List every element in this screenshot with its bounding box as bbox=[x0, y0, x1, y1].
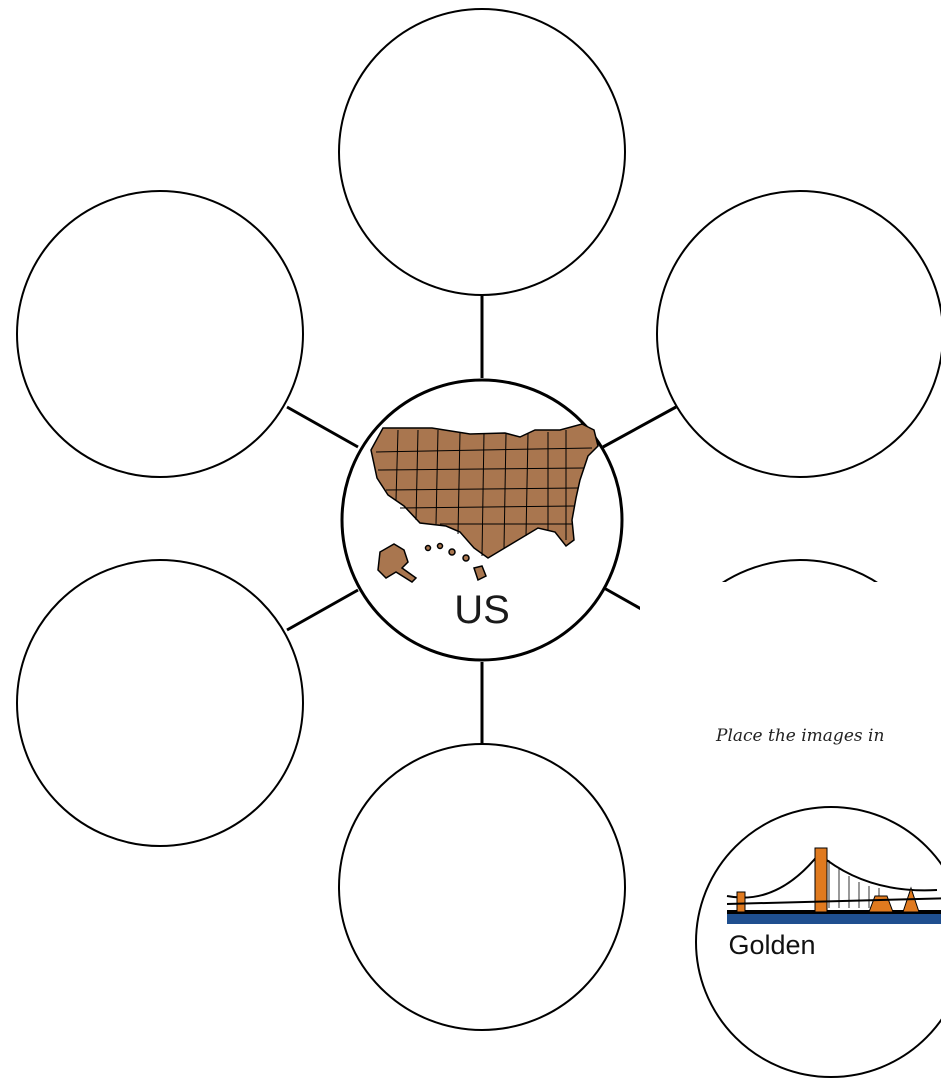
connector-lower-left bbox=[286, 588, 359, 632]
empty-circle-upper-left[interactable] bbox=[16, 190, 304, 478]
web-diagram bbox=[16, 8, 941, 1031]
empty-circle-bottom[interactable] bbox=[338, 743, 626, 1031]
instruction-text: Place the images in bbox=[716, 726, 885, 746]
golden-gate-bridge-icon bbox=[726, 847, 941, 924]
empty-circle-lower-left[interactable] bbox=[16, 559, 304, 847]
connector-upper-right bbox=[602, 405, 677, 449]
center-label: US bbox=[454, 588, 510, 632]
empty-circle-top[interactable] bbox=[338, 8, 626, 296]
empty-circle-upper-right[interactable] bbox=[656, 190, 941, 478]
card-label: Golden bbox=[728, 930, 816, 960]
us-map-icon bbox=[370, 423, 599, 583]
golden-gate-card[interactable]: Golden bbox=[695, 806, 941, 1078]
connector-upper-left bbox=[286, 405, 359, 449]
